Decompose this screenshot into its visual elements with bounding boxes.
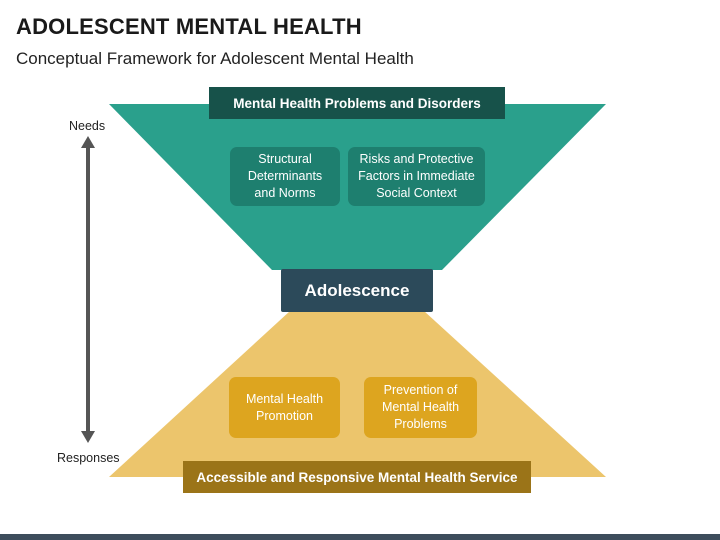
needs-responses-arrow: [81, 136, 95, 443]
page-title: ADOLESCENT MENTAL HEALTH: [16, 14, 362, 39]
responses-label: Responses: [57, 451, 120, 465]
risk-protective-factors-card: Risks and Protective Factors in Immediat…: [348, 147, 485, 206]
needs-label: Needs: [69, 119, 106, 133]
footer-bar: [0, 534, 720, 540]
adolescence-box: Adolescence: [281, 269, 433, 312]
prevention-card: Prevention of Mental Health Problems: [364, 377, 477, 438]
responses-funnel-shape: [109, 311, 606, 477]
problems-disorders-banner: Mental Health Problems and Disorders: [209, 87, 505, 119]
mental-health-service-banner: Accessible and Responsive Mental Health …: [183, 461, 531, 493]
page-subtitle: Conceptual Framework for Adolescent Ment…: [16, 49, 414, 68]
mental-health-promotion-card: Mental Health Promotion: [229, 377, 340, 438]
structural-determinants-card: Structural Determinants and Norms: [230, 147, 340, 206]
